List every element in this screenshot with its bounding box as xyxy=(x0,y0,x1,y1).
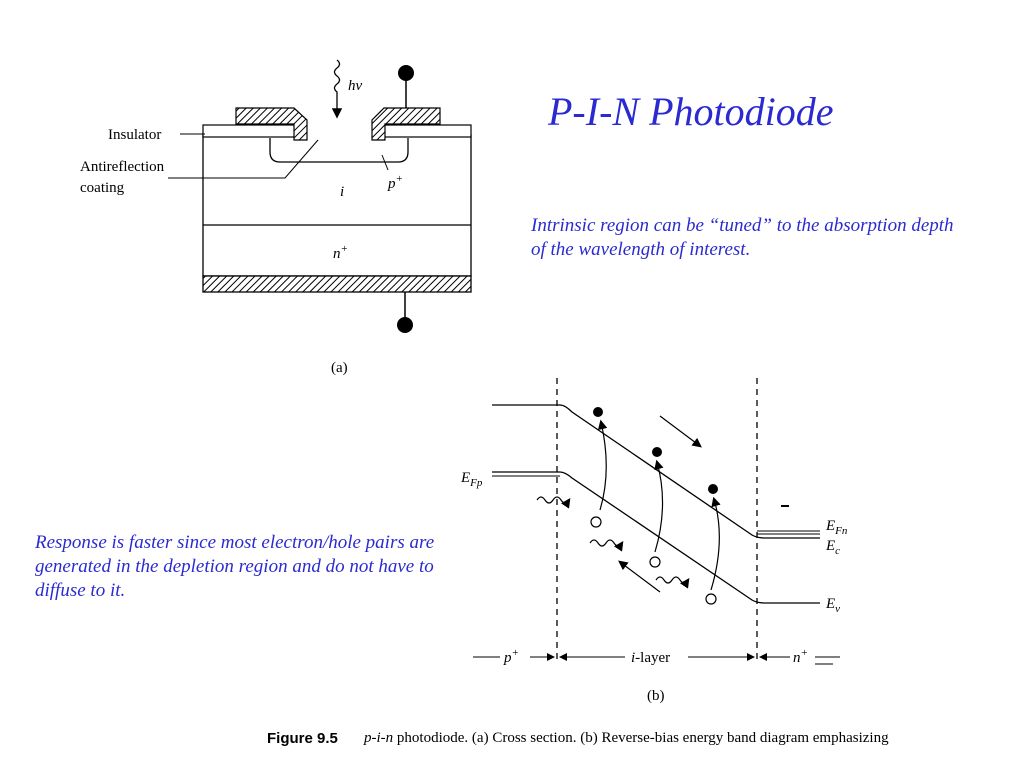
top-contact-right xyxy=(371,107,441,141)
top-contact-left xyxy=(235,107,308,141)
electron-3 xyxy=(708,484,718,494)
figure-caption-italic: p-i-n xyxy=(364,730,394,746)
antireflection-label: Antireflection xyxy=(80,159,165,175)
hole-1 xyxy=(590,516,602,528)
hole-drift-arrow xyxy=(618,560,661,593)
figure-caption: p-i-n photodiode. (a) Cross section. (b)… xyxy=(364,730,889,747)
figure-label: Figure 9.5 xyxy=(267,730,338,747)
top-terminal xyxy=(398,65,414,81)
efn-label: EFn xyxy=(825,518,848,537)
figure-caption-text: photodiode. (a) Cross section. (b) Rever… xyxy=(393,730,889,746)
photon-arrow xyxy=(331,59,343,119)
bottom-contact xyxy=(202,275,472,293)
cross-section-diagram: hν Insulator Antireflection coating p+ i… xyxy=(80,59,472,376)
caption-a: (a) xyxy=(331,360,348,376)
electron-1 xyxy=(593,407,603,417)
note-response-speed: Response is faster since most electron/h… xyxy=(35,532,435,601)
device-body xyxy=(202,134,472,277)
slide-title: P-I-N Photodiode xyxy=(548,89,834,134)
i-layer-label: i-layer xyxy=(631,650,670,666)
n-plus-label: n+ xyxy=(333,243,348,262)
p-plus-label: p+ xyxy=(387,173,403,192)
photon-label: hν xyxy=(348,78,363,94)
p-plus-region xyxy=(269,138,409,163)
valence-band xyxy=(492,471,820,604)
electron-2 xyxy=(652,447,662,457)
insulator-label: Insulator xyxy=(108,127,161,143)
coating-label: coating xyxy=(80,180,125,196)
ev-label: Ev xyxy=(825,596,840,615)
efp-label: EFp xyxy=(460,470,483,489)
bottom-terminal xyxy=(397,317,413,333)
p-region-label: p+ xyxy=(503,647,519,666)
ec-label: Ec xyxy=(825,538,840,557)
electron-drift-arrow xyxy=(659,415,702,448)
hole-3 xyxy=(705,593,717,605)
n-region-label: n+ xyxy=(793,647,808,666)
photon-2 xyxy=(589,539,624,552)
hole-2 xyxy=(649,556,661,568)
band-diagram: EFp EFn Ec Ev p+ i-layer n+ (b) xyxy=(460,378,848,704)
intrinsic-label: i xyxy=(340,184,344,200)
note-intrinsic-region: Intrinsic region can be “tuned” to the a… xyxy=(531,215,954,260)
photon-1 xyxy=(536,496,571,509)
photon-3 xyxy=(655,576,690,589)
conduction-band xyxy=(492,404,820,539)
caption-b: (b) xyxy=(647,688,665,704)
